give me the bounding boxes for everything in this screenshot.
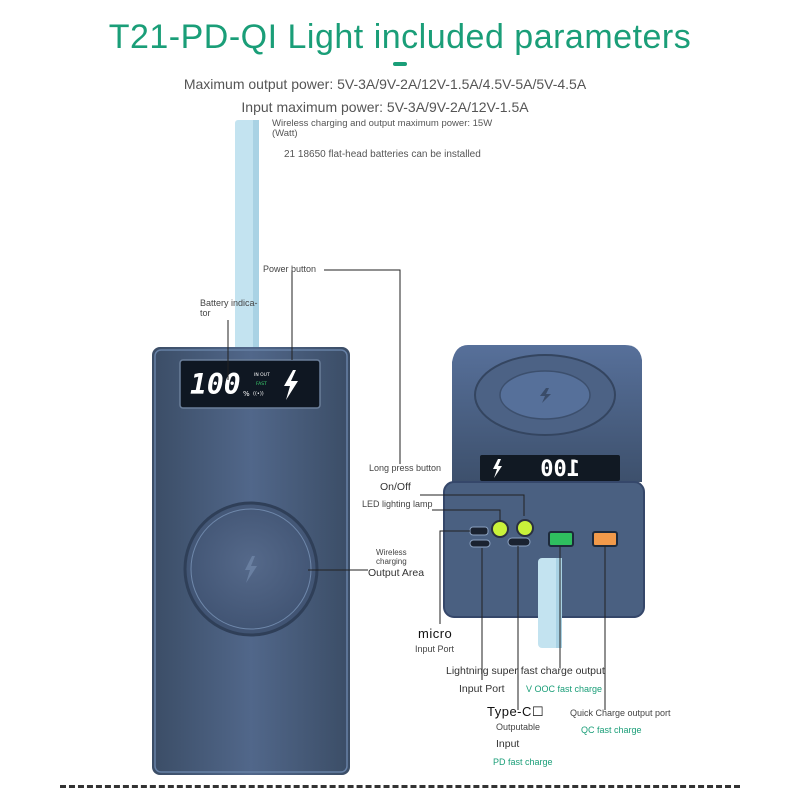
- label-wireless-line2: charging: [376, 557, 407, 566]
- label-led-lamp: LED lighting lamp: [362, 499, 433, 509]
- label-battery-indicator-line2: tor: [200, 308, 211, 318]
- qc-port-orange: [592, 531, 618, 547]
- label-typec: Type-C☐: [487, 704, 545, 719]
- display-fast: FAST: [256, 381, 267, 387]
- label-typec-input: Input: [496, 738, 520, 750]
- typec-port: [469, 539, 491, 548]
- label-power-button: Power button: [263, 264, 317, 274]
- rear-display-bolt-icon: [493, 459, 502, 478]
- display-percent-sign: %: [243, 390, 250, 398]
- label-battery-indicator-line1: Battery indica-: [200, 298, 258, 308]
- display-panel: [179, 359, 321, 409]
- power-bank-front-bevel: [154, 349, 348, 773]
- label-wireless: Wireless charging: [376, 548, 407, 566]
- rear-pad-bolt-icon: [540, 388, 551, 403]
- spec-max-output: Maximum output power: 5V-3A/9V-2A/12V-1.…: [183, 76, 587, 92]
- spec-wireless-unit: (Watt): [272, 128, 298, 139]
- spec-max-input: Input maximum power: 5V-3A/9V-2A/12V-1.5…: [241, 99, 529, 115]
- callout-micro: [439, 530, 470, 624]
- light-strip-right-shade: [556, 558, 562, 648]
- spec-wireless: Wireless charging and output maximum pow…: [272, 119, 532, 139]
- wireless-pad-bolt-icon: [245, 556, 257, 583]
- light-strip-left-shade: [253, 120, 259, 365]
- label-lightning: Lightning super fast charge output: [446, 665, 605, 677]
- label-output-area: Output Area: [368, 567, 425, 579]
- spec-batteries: 21 18650 flat-head batteries can be inst…: [284, 149, 481, 160]
- callout-led-lamp: [432, 509, 501, 521]
- display-in-out: IN OUT: [254, 372, 270, 378]
- display-wireless-icon: ((•)): [253, 391, 264, 397]
- label-micro: micro: [418, 626, 453, 641]
- label-wireless-line1: Wireless: [376, 548, 407, 557]
- lightning-port: [507, 537, 531, 547]
- label-micro-input: Input Port: [415, 644, 455, 654]
- wireless-pad-ring: [190, 508, 312, 630]
- callout-on-off: [420, 494, 525, 516]
- lightning-bolt-icon: [284, 370, 298, 400]
- label-pd-fast: PD fast charge: [493, 757, 553, 767]
- label-qc-fast: QC fast charge: [581, 725, 642, 735]
- label-vooc: V OOC fast charge: [526, 684, 603, 694]
- bottom-dashed-divider: [60, 785, 740, 788]
- label-on-off: On/Off: [380, 481, 411, 493]
- callout-power-to-long-press: [324, 269, 401, 464]
- title-underline-mark: [393, 62, 407, 66]
- label-qc-port: Quick Charge output port: [570, 708, 671, 718]
- display-percent: 100: [190, 368, 241, 401]
- spec-wireless-text: Wireless charging and output maximum pow…: [272, 118, 493, 129]
- label-typec-output: Outputable: [496, 722, 541, 732]
- label-battery-indicator: Battery indica- tor: [200, 298, 258, 318]
- led-lamp-left: [491, 520, 509, 538]
- rear-display-percent: 100: [540, 457, 580, 482]
- page-title: T21-PD-QI Light included parameters: [108, 18, 692, 56]
- vooc-port-green: [548, 531, 574, 547]
- label-lightning-input: Input Port: [459, 683, 505, 695]
- micro-usb-port: [469, 526, 489, 536]
- led-lamp-right: [516, 519, 534, 537]
- rear-display-panel: [480, 455, 620, 481]
- label-long-press: Long press button: [369, 463, 442, 473]
